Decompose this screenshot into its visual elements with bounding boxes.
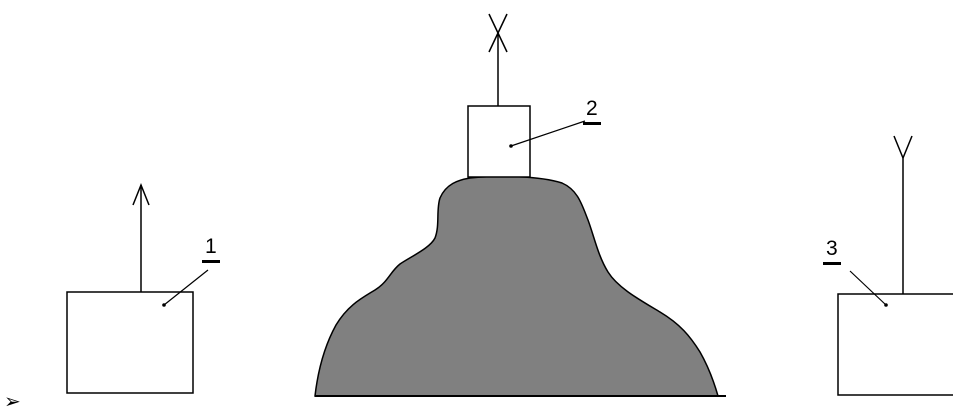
point-dot-1 xyxy=(162,303,166,307)
antenna-arm-3b xyxy=(902,135,913,159)
label-3: 3 xyxy=(823,238,841,265)
leader-line-1 xyxy=(163,269,209,306)
arrowhead-bullet-icon: ➢ xyxy=(4,389,21,413)
arrow-head-1 xyxy=(132,182,150,206)
antenna-arm-2b xyxy=(488,13,508,53)
point-dot-2 xyxy=(509,144,513,148)
hill xyxy=(314,175,719,397)
label-1: 1 xyxy=(202,236,220,263)
leader-line-3 xyxy=(849,270,887,306)
station-box-1 xyxy=(66,291,194,394)
antenna-arm-3a xyxy=(893,135,904,159)
leader-line-2 xyxy=(510,120,586,147)
station-box-3 xyxy=(837,293,953,396)
point-dot-3 xyxy=(884,303,888,307)
station-box-2 xyxy=(467,105,531,178)
label-2: 2 xyxy=(583,98,601,125)
